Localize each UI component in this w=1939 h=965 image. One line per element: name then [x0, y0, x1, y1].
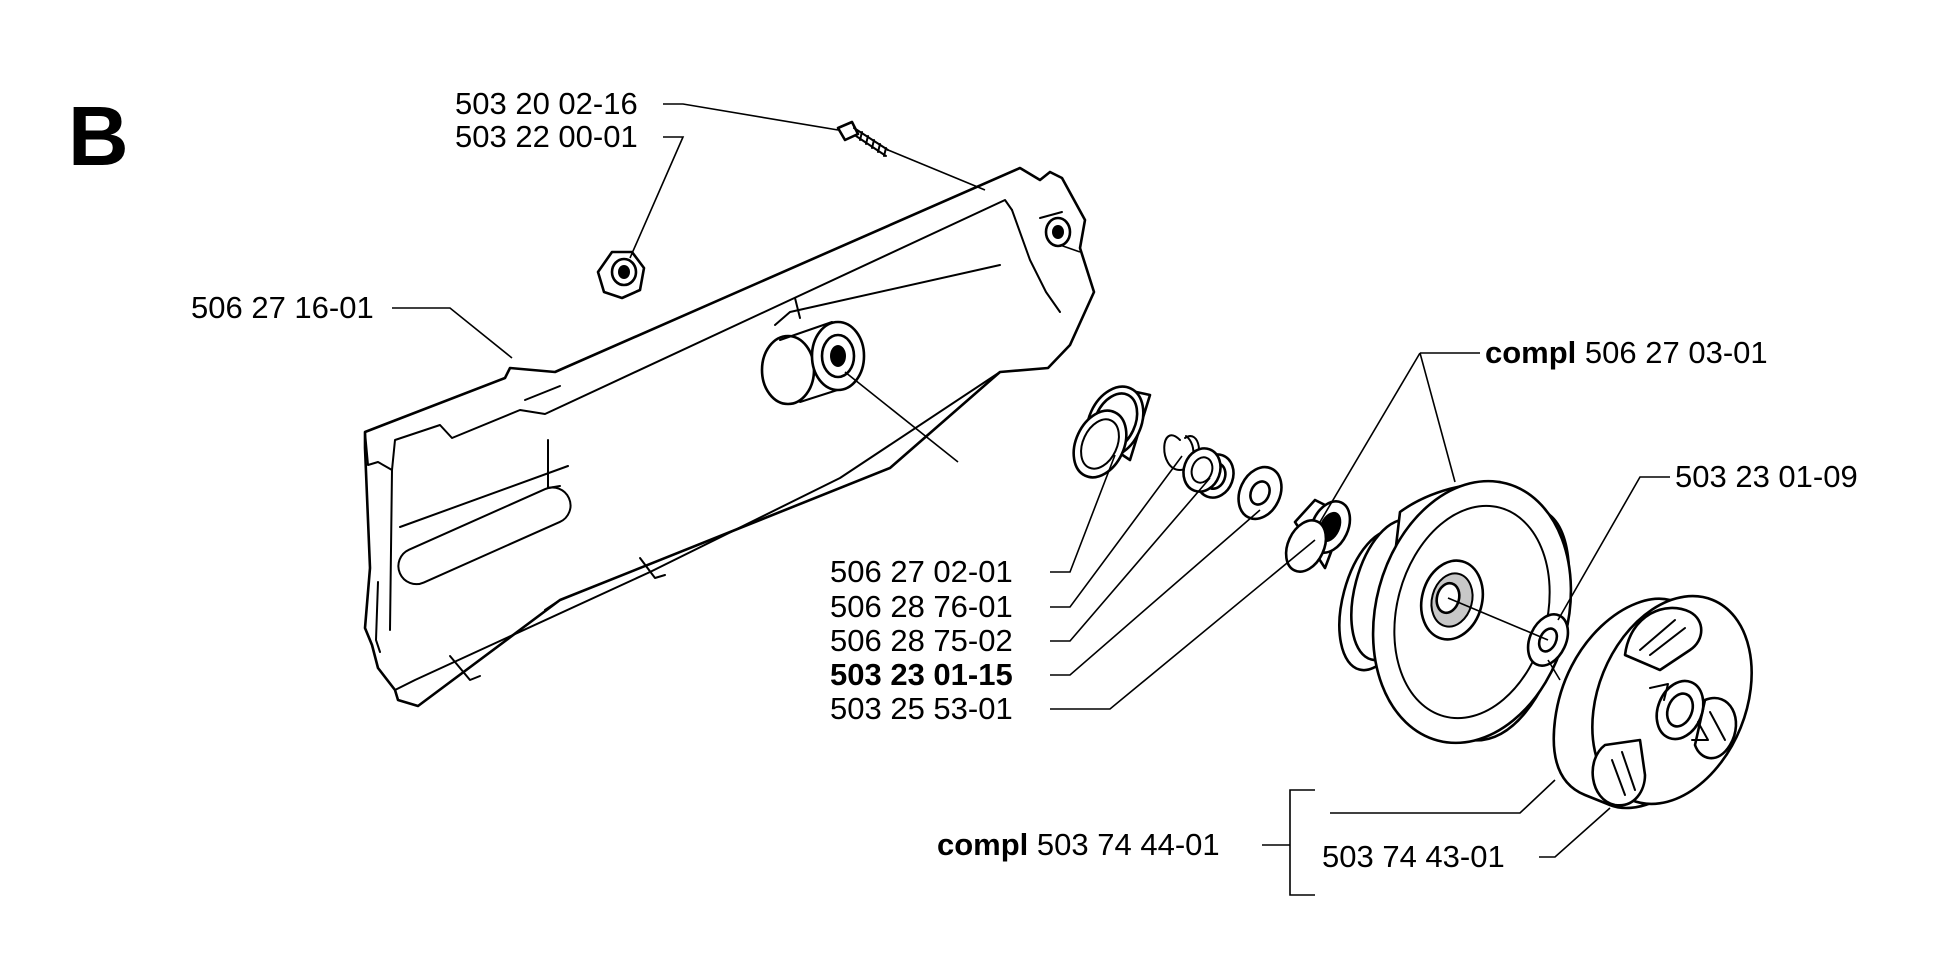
screw-part	[836, 120, 889, 157]
leader-lines	[392, 103, 1670, 896]
label-clutch-drum-number: 506 27 03-01	[1585, 335, 1768, 370]
label-clutch: compl 503 74 44-01	[937, 827, 1220, 862]
needle-bearing-part	[1284, 498, 1352, 573]
label-screw: 503 20 02-16	[455, 86, 638, 121]
label-washer: 503 23 01-15	[830, 657, 1013, 692]
label-needle-bearing: 503 25 53-01	[830, 691, 1013, 726]
label-clutch-spring: 503 74 43-01	[1322, 839, 1505, 874]
washer-part	[1237, 465, 1283, 521]
label-clutch-washer: 503 23 01-09	[1675, 459, 1858, 494]
label-circlip: 506 28 76-01	[830, 589, 1013, 624]
bushing-part	[1182, 447, 1235, 499]
label-clutch-drum: compl 506 27 03-01	[1485, 335, 1768, 370]
label-bushing: 506 28 75-02	[830, 623, 1013, 658]
clutch-part	[1552, 594, 1753, 810]
clutch-drum-part	[1338, 479, 1573, 745]
label-washer-screw: 503 22 00-01	[455, 119, 638, 154]
label-clutch-cover: 506 27 16-01	[191, 290, 374, 325]
nut-part	[596, 250, 646, 300]
label-clutch-drum-prefix: compl	[1485, 335, 1576, 370]
clutch-cover-part	[363, 166, 1096, 708]
label-clutch-number: 503 74 44-01	[1037, 827, 1220, 862]
label-clutch-prefix: compl	[937, 827, 1028, 862]
section-letter: B	[68, 89, 129, 183]
label-sleeve: 506 27 02-01	[830, 554, 1013, 589]
